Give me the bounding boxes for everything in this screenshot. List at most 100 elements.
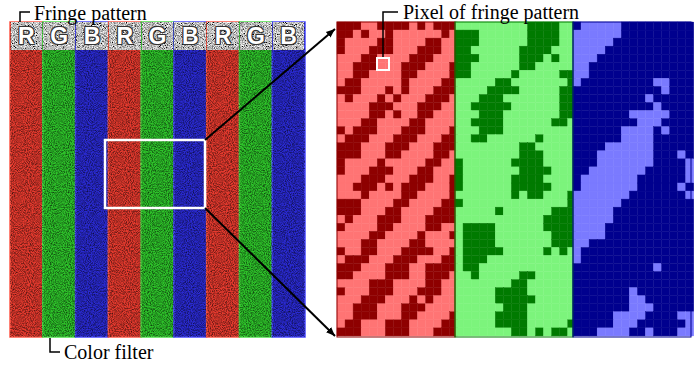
fringe-pixel <box>471 247 479 255</box>
fringe-pixel <box>487 94 495 102</box>
fringe-pixel <box>393 272 401 280</box>
fringe-pixel <box>678 255 686 263</box>
fringe-pixel <box>670 320 678 328</box>
fringe-pixel <box>369 247 377 255</box>
fringe-pixel <box>503 280 511 288</box>
fringe-pixel <box>645 231 653 239</box>
fringe-pixel <box>536 70 544 78</box>
fringe-pixel <box>544 304 552 312</box>
fringe-pixel <box>589 167 597 175</box>
fringe-pixel <box>686 239 694 247</box>
fringe-pixel <box>527 46 535 54</box>
fringe-pixel <box>621 127 629 135</box>
fringe-pixel <box>544 86 552 94</box>
fringe-pixel <box>573 255 581 263</box>
fringe-pixel <box>581 304 589 312</box>
fringe-pixel <box>377 175 385 183</box>
fringe-pixel <box>487 183 495 191</box>
fringe-pixel <box>503 46 511 54</box>
fringe-pixel <box>552 175 560 183</box>
fringe-pixel <box>385 135 393 143</box>
fringe-pixel <box>544 94 552 102</box>
fringe-pixel <box>662 54 670 62</box>
fringe-pixel <box>495 272 503 280</box>
fringe-pixel <box>511 199 519 207</box>
fringe-pixel <box>511 143 519 151</box>
fringe-pixel <box>536 288 544 296</box>
fringe-pixel <box>670 231 678 239</box>
fringe-pixel <box>597 328 605 336</box>
fringe-pixel <box>654 22 662 30</box>
fringe-pixel <box>629 272 637 280</box>
fringe-pixel <box>495 54 503 62</box>
fringe-pixel <box>654 215 662 223</box>
fringe-pixel <box>369 78 377 86</box>
fringe-pixel <box>463 86 471 94</box>
fringe-pixel <box>337 111 345 119</box>
fringe-pixel <box>552 22 560 30</box>
fringe-pixel <box>686 272 694 280</box>
fringe-pixel <box>393 199 401 207</box>
fringe-pixel <box>605 312 613 320</box>
fringe-pixel <box>621 143 629 151</box>
fringe-pixel <box>345 223 353 231</box>
fringe-pixel <box>463 312 471 320</box>
fringe-pixel <box>621 119 629 127</box>
fringe-pixel <box>337 191 345 199</box>
fringe-pixel <box>686 54 694 62</box>
fringe-pixel <box>613 111 621 119</box>
fringe-pixel <box>654 280 662 288</box>
fringe-pixel <box>536 199 544 207</box>
fringe-pixel <box>337 183 345 191</box>
fringe-pixel <box>629 46 637 54</box>
fringe-pixel <box>455 280 463 288</box>
fringe-pixel <box>589 215 597 223</box>
pixel-column-border <box>455 22 573 337</box>
fringe-pixel <box>409 78 417 86</box>
fringe-pixel <box>393 312 401 320</box>
fringe-pixel <box>589 70 597 78</box>
fringe-pixel <box>503 70 511 78</box>
fringe-pixel <box>552 272 560 280</box>
fringe-pixel <box>471 199 479 207</box>
fringe-pixel <box>361 119 369 127</box>
fringe-pixel <box>393 296 401 304</box>
fringe-pixel <box>495 199 503 207</box>
fringe-pixel <box>409 151 417 159</box>
fringe-pixel <box>487 207 495 215</box>
fringe-pixel <box>426 264 434 272</box>
fringe-pixel <box>434 62 442 70</box>
filter-texture <box>10 22 305 337</box>
fringe-pixel <box>455 328 463 336</box>
fringe-pixel <box>479 103 487 111</box>
fringe-pixel <box>409 239 417 247</box>
fringe-pixel <box>471 62 479 70</box>
fringe-pixel <box>589 119 597 127</box>
fringe-pixel <box>589 255 597 263</box>
fringe-pixel <box>434 111 442 119</box>
fringe-pixel <box>605 70 613 78</box>
fringe-pixel <box>519 119 527 127</box>
fringe-pixel <box>503 264 511 272</box>
fringe-pixel <box>560 280 568 288</box>
fringe-pixel <box>393 119 401 127</box>
fringe-pixel <box>605 135 613 143</box>
fringe-pixel <box>678 103 686 111</box>
fringe-pixel <box>613 288 621 296</box>
fringe-pixel <box>495 191 503 199</box>
fringe-pixel <box>385 272 393 280</box>
fringe-pixel <box>426 280 434 288</box>
fringe-pixel <box>621 255 629 263</box>
fringe-pixel <box>629 247 637 255</box>
fringe-pixel <box>670 255 678 263</box>
fringe-pixel <box>503 22 511 30</box>
fringe-pixel <box>471 143 479 151</box>
fringe-pixel <box>393 183 401 191</box>
fringe-pixel <box>409 46 417 54</box>
fringe-pixel <box>471 78 479 86</box>
fringe-pixel <box>605 183 613 191</box>
fringe-pixel <box>495 247 503 255</box>
fringe-pixel <box>471 54 479 62</box>
fringe-pixel <box>605 151 613 159</box>
fringe-pixel <box>605 167 613 175</box>
